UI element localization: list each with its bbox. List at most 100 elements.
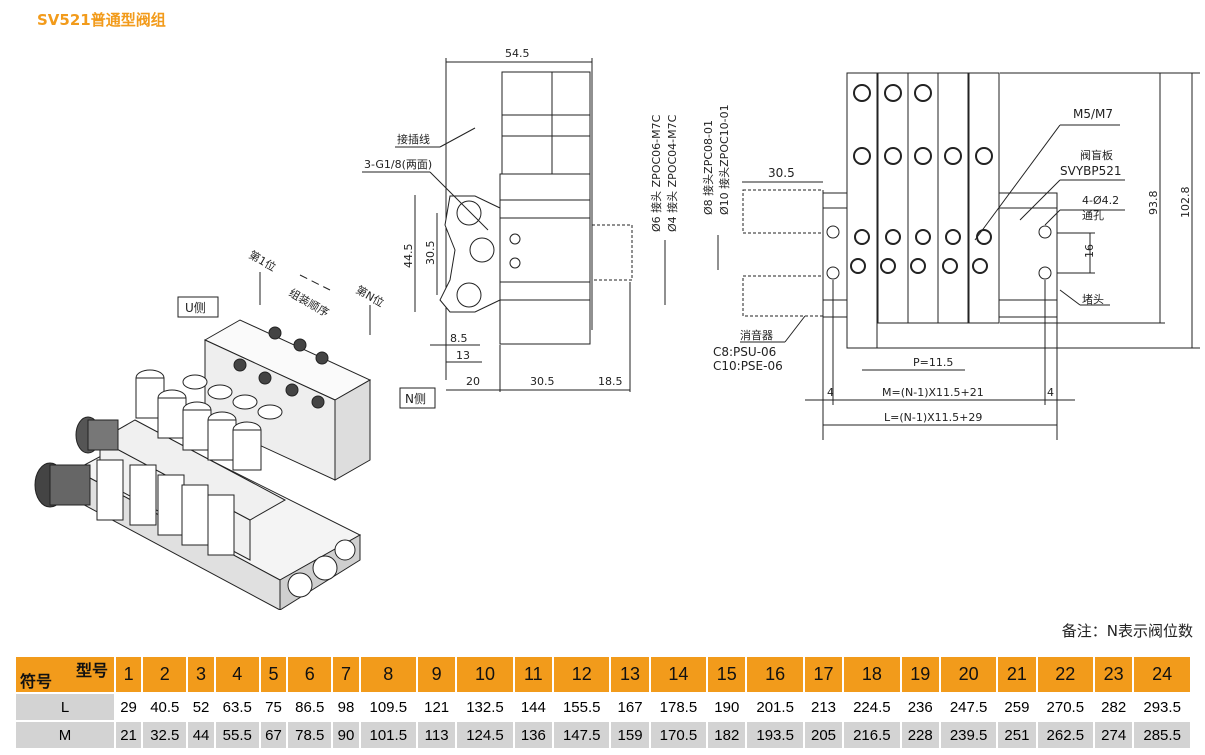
model-header: 23 bbox=[1093, 655, 1135, 694]
model-header: 8 bbox=[358, 655, 419, 694]
drawing-label: 接插线 bbox=[397, 132, 430, 146]
table-cell: 213 bbox=[802, 692, 845, 722]
corner-symbol-label: 符号 bbox=[20, 674, 53, 691]
table-cell: 121 bbox=[415, 692, 458, 722]
note: 备注：N表示阀位数 bbox=[1061, 622, 1193, 640]
drawing-label: 30.5 bbox=[768, 166, 795, 180]
model-header: 24 bbox=[1132, 655, 1192, 694]
model-header: 18 bbox=[842, 655, 902, 694]
table-cell: 98 bbox=[331, 692, 361, 722]
table-cell: 247.5 bbox=[938, 692, 999, 722]
table-cell: 282 bbox=[1093, 692, 1135, 722]
table-cell: 239.5 bbox=[938, 720, 999, 750]
table-cell: 201.5 bbox=[745, 692, 805, 722]
table-cell: 190 bbox=[706, 692, 748, 722]
table-cell: 155.5 bbox=[551, 692, 612, 722]
drawing-label: C8:PSU-06 bbox=[713, 345, 776, 359]
drawing-label: 堵头 bbox=[1082, 292, 1104, 306]
drawing-label: P=11.5 bbox=[913, 356, 953, 369]
drawing-label: 18.5 bbox=[598, 375, 623, 388]
model-header: 10 bbox=[455, 655, 515, 694]
drawing-label: 4 bbox=[1047, 386, 1054, 399]
drawing-label: 4-Ø4.2 bbox=[1082, 194, 1119, 207]
drawing-label: 54.5 bbox=[505, 47, 530, 60]
table-cell: 40.5 bbox=[141, 692, 189, 722]
table-cell: 78.5 bbox=[286, 720, 334, 750]
table-cell: 178.5 bbox=[648, 692, 709, 722]
drawing-label: 102.8 bbox=[1179, 187, 1192, 219]
table-cell: 136 bbox=[512, 720, 554, 750]
row-symbol: L bbox=[14, 692, 116, 722]
table-cell: 52 bbox=[186, 692, 216, 722]
model-header: 12 bbox=[551, 655, 612, 694]
table-cell: 32.5 bbox=[141, 720, 189, 750]
drawing-label: C10:PSE-06 bbox=[713, 359, 783, 373]
table-cell: 75 bbox=[258, 692, 289, 722]
drawing-label: 30.5 bbox=[424, 241, 437, 266]
drawing-label: 93.8 bbox=[1147, 191, 1160, 216]
table-cell: 251 bbox=[996, 720, 1038, 750]
drawing-label: 4 bbox=[827, 386, 834, 399]
table-cell: 293.5 bbox=[1132, 692, 1192, 722]
model-header: 16 bbox=[745, 655, 805, 694]
drawing-label: 13 bbox=[456, 349, 470, 362]
drawing-label: 通孔 bbox=[1082, 209, 1104, 222]
drawing-label: 阀盲板 bbox=[1080, 148, 1113, 162]
model-header: 20 bbox=[938, 655, 999, 694]
drawing-label: SVYBP521 bbox=[1060, 164, 1122, 178]
model-header: 11 bbox=[512, 655, 554, 694]
model-header: 22 bbox=[1035, 655, 1096, 694]
drawing-label: 消音器 bbox=[740, 328, 773, 342]
table-cell: 132.5 bbox=[455, 692, 515, 722]
table-cell: 101.5 bbox=[358, 720, 419, 750]
table-corner: 型号 符号 bbox=[14, 655, 116, 694]
side-view: 54.5 44.5 30.5 8.5 13 20 30.5 18.5 Ø6 接头… bbox=[362, 47, 679, 392]
model-header: 1 bbox=[113, 655, 144, 694]
table-cell: 236 bbox=[899, 692, 941, 722]
n-side-label: N侧 bbox=[405, 392, 426, 406]
table-cell: 55.5 bbox=[213, 720, 261, 750]
drawing-label: 16 bbox=[1083, 244, 1096, 258]
drawing-label: 20 bbox=[466, 375, 480, 388]
table-cell: 274 bbox=[1093, 720, 1135, 750]
model-header: 13 bbox=[609, 655, 651, 694]
table-cell: 228 bbox=[899, 720, 941, 750]
model-header: 3 bbox=[186, 655, 216, 694]
drawing-label: 30.5 bbox=[530, 375, 555, 388]
row-symbol: M bbox=[14, 720, 116, 750]
drawing-label: Ø10 接头ZPOC10-01 bbox=[718, 104, 731, 215]
drawing-label: L=(N-1)X11.5+29 bbox=[884, 411, 982, 424]
table-cell: 67 bbox=[258, 720, 289, 750]
model-header: 9 bbox=[415, 655, 458, 694]
model-header: 4 bbox=[213, 655, 261, 694]
table-cell: 124.5 bbox=[455, 720, 515, 750]
table-cell: 170.5 bbox=[648, 720, 709, 750]
table-cell: 270.5 bbox=[1035, 692, 1096, 722]
drawing-label: 44.5 bbox=[402, 244, 415, 269]
table-cell: 182 bbox=[706, 720, 748, 750]
drawing-label: 组装顺序 bbox=[287, 285, 332, 319]
table-cell: 29 bbox=[113, 692, 144, 722]
drawing-label: Ø8 接头ZPC08-01 bbox=[702, 120, 715, 215]
table-cell: 285.5 bbox=[1132, 720, 1192, 750]
table-cell: 144 bbox=[512, 692, 554, 722]
corner-model-label: 型号 bbox=[75, 663, 108, 680]
table-cell: 113 bbox=[415, 720, 458, 750]
table-cell: 224.5 bbox=[842, 692, 902, 722]
table-cell: 90 bbox=[331, 720, 361, 750]
model-header: 7 bbox=[331, 655, 361, 694]
u-side-label: U侧 bbox=[185, 301, 206, 315]
drawing-label: Ø6 接头 ZPOC06-M7C bbox=[650, 114, 663, 232]
table-cell: 44 bbox=[186, 720, 216, 750]
model-header: 5 bbox=[258, 655, 289, 694]
table-cell: 216.5 bbox=[842, 720, 902, 750]
model-header: 2 bbox=[141, 655, 189, 694]
model-header: 17 bbox=[802, 655, 845, 694]
drawing-label: M5/M7 bbox=[1073, 107, 1113, 121]
table-cell: 167 bbox=[609, 692, 651, 722]
drawing-label: M=(N-1)X11.5+21 bbox=[882, 386, 984, 399]
technical-drawing: 54.5 44.5 30.5 8.5 13 20 30.5 18.5 Ø6 接头… bbox=[34, 47, 1200, 610]
model-header: 15 bbox=[706, 655, 748, 694]
